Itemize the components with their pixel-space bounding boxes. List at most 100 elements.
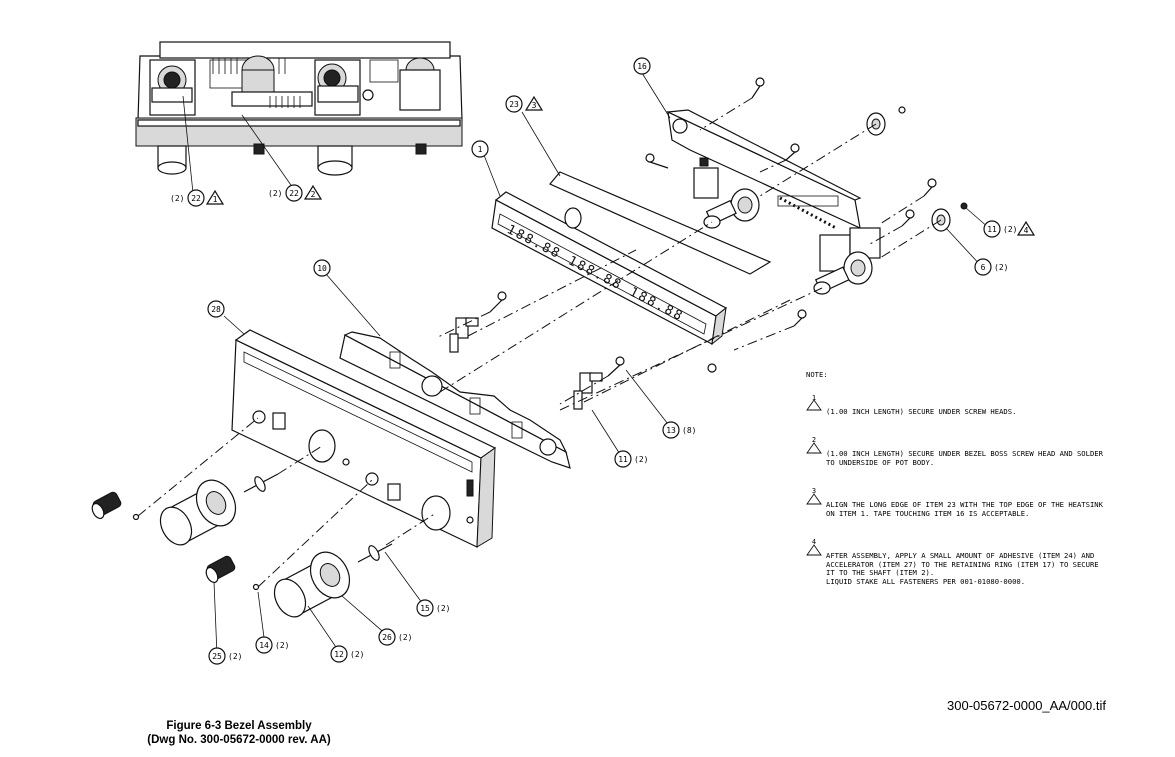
svg-text:(8): (8) (682, 426, 696, 435)
note-4: 4 AFTER ASSEMBLY, APPLY A SMALL AMOUNT O… (806, 535, 1106, 595)
note-text: ALIGN THE LONG EDGE OF ITEM 23 WITH THE … (826, 500, 1103, 518)
assembly-centerlines (137, 97, 942, 588)
caption-title: Figure 6-3 Bezel Assembly (166, 720, 312, 732)
callout-leaders (213, 72, 990, 656)
callout-11-lower: 11 (2) (614, 450, 648, 468)
note-triangle-icon: 1 (806, 391, 822, 411)
screws (489, 77, 937, 377)
callout-25: 25 (2) (208, 647, 242, 665)
small-knob (205, 555, 236, 584)
svg-text:25: 25 (212, 652, 222, 661)
callout-6: 6 (2) (974, 258, 1008, 276)
svg-text:22: 22 (191, 194, 201, 203)
screw (645, 153, 669, 169)
svg-text:(2): (2) (436, 604, 450, 613)
callout-1: 1 (471, 140, 489, 158)
inset-knobs (157, 143, 427, 176)
bracket (339, 331, 571, 469)
svg-text:(2): (2) (350, 650, 364, 659)
screw (923, 178, 937, 197)
callout-12: 12 (2) (330, 645, 364, 663)
svg-text:(2): (2) (275, 641, 289, 650)
callout-22-left: (2) 22 1 (170, 189, 225, 207)
svg-text:2: 2 (311, 190, 316, 199)
inset-cylinder (399, 57, 441, 111)
upper-pot-assembly (693, 167, 760, 229)
svg-text:1: 1 (478, 145, 483, 154)
svg-text:12: 12 (334, 650, 344, 659)
svg-text:1: 1 (213, 195, 218, 204)
shaft (357, 543, 393, 563)
note-1: 1 (1.00 INCH LENGTH) SECURE UNDER SCREW … (806, 391, 1106, 425)
svg-text:16: 16 (637, 62, 647, 71)
bezel (231, 329, 497, 548)
note-triangle-icon: 3 (806, 484, 822, 504)
callout-23: 23 3 (505, 95, 544, 113)
large-knob (159, 479, 237, 546)
callout-28: 28 (207, 300, 225, 318)
svg-text:(2): (2) (398, 633, 412, 642)
note-text: (1.00 INCH LENGTH) SECURE UNDER SCREW HE… (826, 406, 1017, 416)
callout-15: 15 (2) (416, 599, 450, 617)
standoffs (449, 317, 603, 410)
large-knob (273, 551, 351, 618)
screw (785, 143, 800, 161)
figure-caption: Figure 6-3 Bezel Assembly (Dwg No. 300-0… (134, 719, 344, 747)
callout-14: 14 (2) (255, 636, 289, 654)
rear-view-inset (135, 41, 463, 194)
svg-text:(2): (2) (1003, 225, 1017, 234)
note-triangle-icon: 2 (806, 433, 822, 454)
left-potentiometer (149, 59, 196, 116)
capacitor (241, 55, 275, 95)
shaft (243, 473, 279, 493)
svg-text:10: 10 (317, 264, 327, 273)
svg-text:3: 3 (532, 101, 537, 110)
caption-drawing-number: (Dwg No. 300-05672-0000 rev. AA) (147, 734, 331, 746)
screw (793, 309, 807, 327)
callout-26: 26 (2) (378, 628, 412, 646)
screw (607, 356, 625, 377)
note-3: 3 ALIGN THE LONG EDGE OF ITEM 23 WITH TH… (806, 484, 1106, 527)
file-reference: 300-05672-0000_AA/000.tif (947, 698, 1107, 713)
svg-text:13: 13 (666, 426, 676, 435)
lower-pot-assembly (813, 227, 881, 295)
svg-text:11: 11 (618, 455, 628, 464)
svg-text:22: 22 (289, 189, 299, 198)
nuts-and-rings (866, 106, 968, 232)
screw (751, 77, 765, 99)
screw (901, 209, 915, 227)
screw (489, 291, 507, 313)
svg-text:26: 26 (382, 633, 392, 642)
svg-text:15: 15 (420, 604, 430, 613)
svg-text:(2): (2) (228, 652, 242, 661)
upper-knob-group (91, 473, 279, 546)
notes-header: NOTE: (806, 370, 828, 379)
svg-text:(2): (2) (170, 194, 184, 203)
display-assembly: 188.88 188.88 188.88 (491, 191, 728, 373)
svg-text:28: 28 (211, 305, 221, 314)
callout-16: 16 (633, 57, 651, 75)
svg-text:11: 11 (987, 225, 997, 234)
svg-text:(2): (2) (634, 455, 648, 464)
callout-13: 13 (8) (662, 421, 696, 439)
callout-11-upper: 11 (2) 4 (983, 220, 1036, 238)
note-text: AFTER ASSEMBLY, APPLY A SMALL AMOUNT OF … (826, 551, 1099, 586)
lower-knob-group (205, 543, 393, 618)
svg-text:4: 4 (1024, 226, 1029, 235)
svg-text:(2): (2) (994, 263, 1008, 272)
callout-22-right: (2) 22 2 (268, 184, 323, 202)
small-knob (91, 491, 122, 520)
right-potentiometer (314, 59, 361, 116)
note-2: 2 (1.00 INCH LENGTH) SECURE UNDER BEZEL … (806, 433, 1106, 476)
svg-text:(2): (2) (268, 189, 282, 198)
svg-text:14: 14 (259, 641, 269, 650)
callout-10: 10 (313, 259, 331, 277)
header-pins (212, 58, 301, 108)
notes-block: NOTE: 1 (1.00 INCH LENGTH) SECURE UNDER … (806, 370, 1106, 603)
note-text: (1.00 INCH LENGTH) SECURE UNDER BEZEL BO… (826, 449, 1103, 467)
tape-strip (549, 171, 772, 275)
note-triangle-icon: 4 (806, 535, 822, 555)
svg-text:23: 23 (509, 100, 519, 109)
svg-text:6: 6 (981, 263, 986, 272)
